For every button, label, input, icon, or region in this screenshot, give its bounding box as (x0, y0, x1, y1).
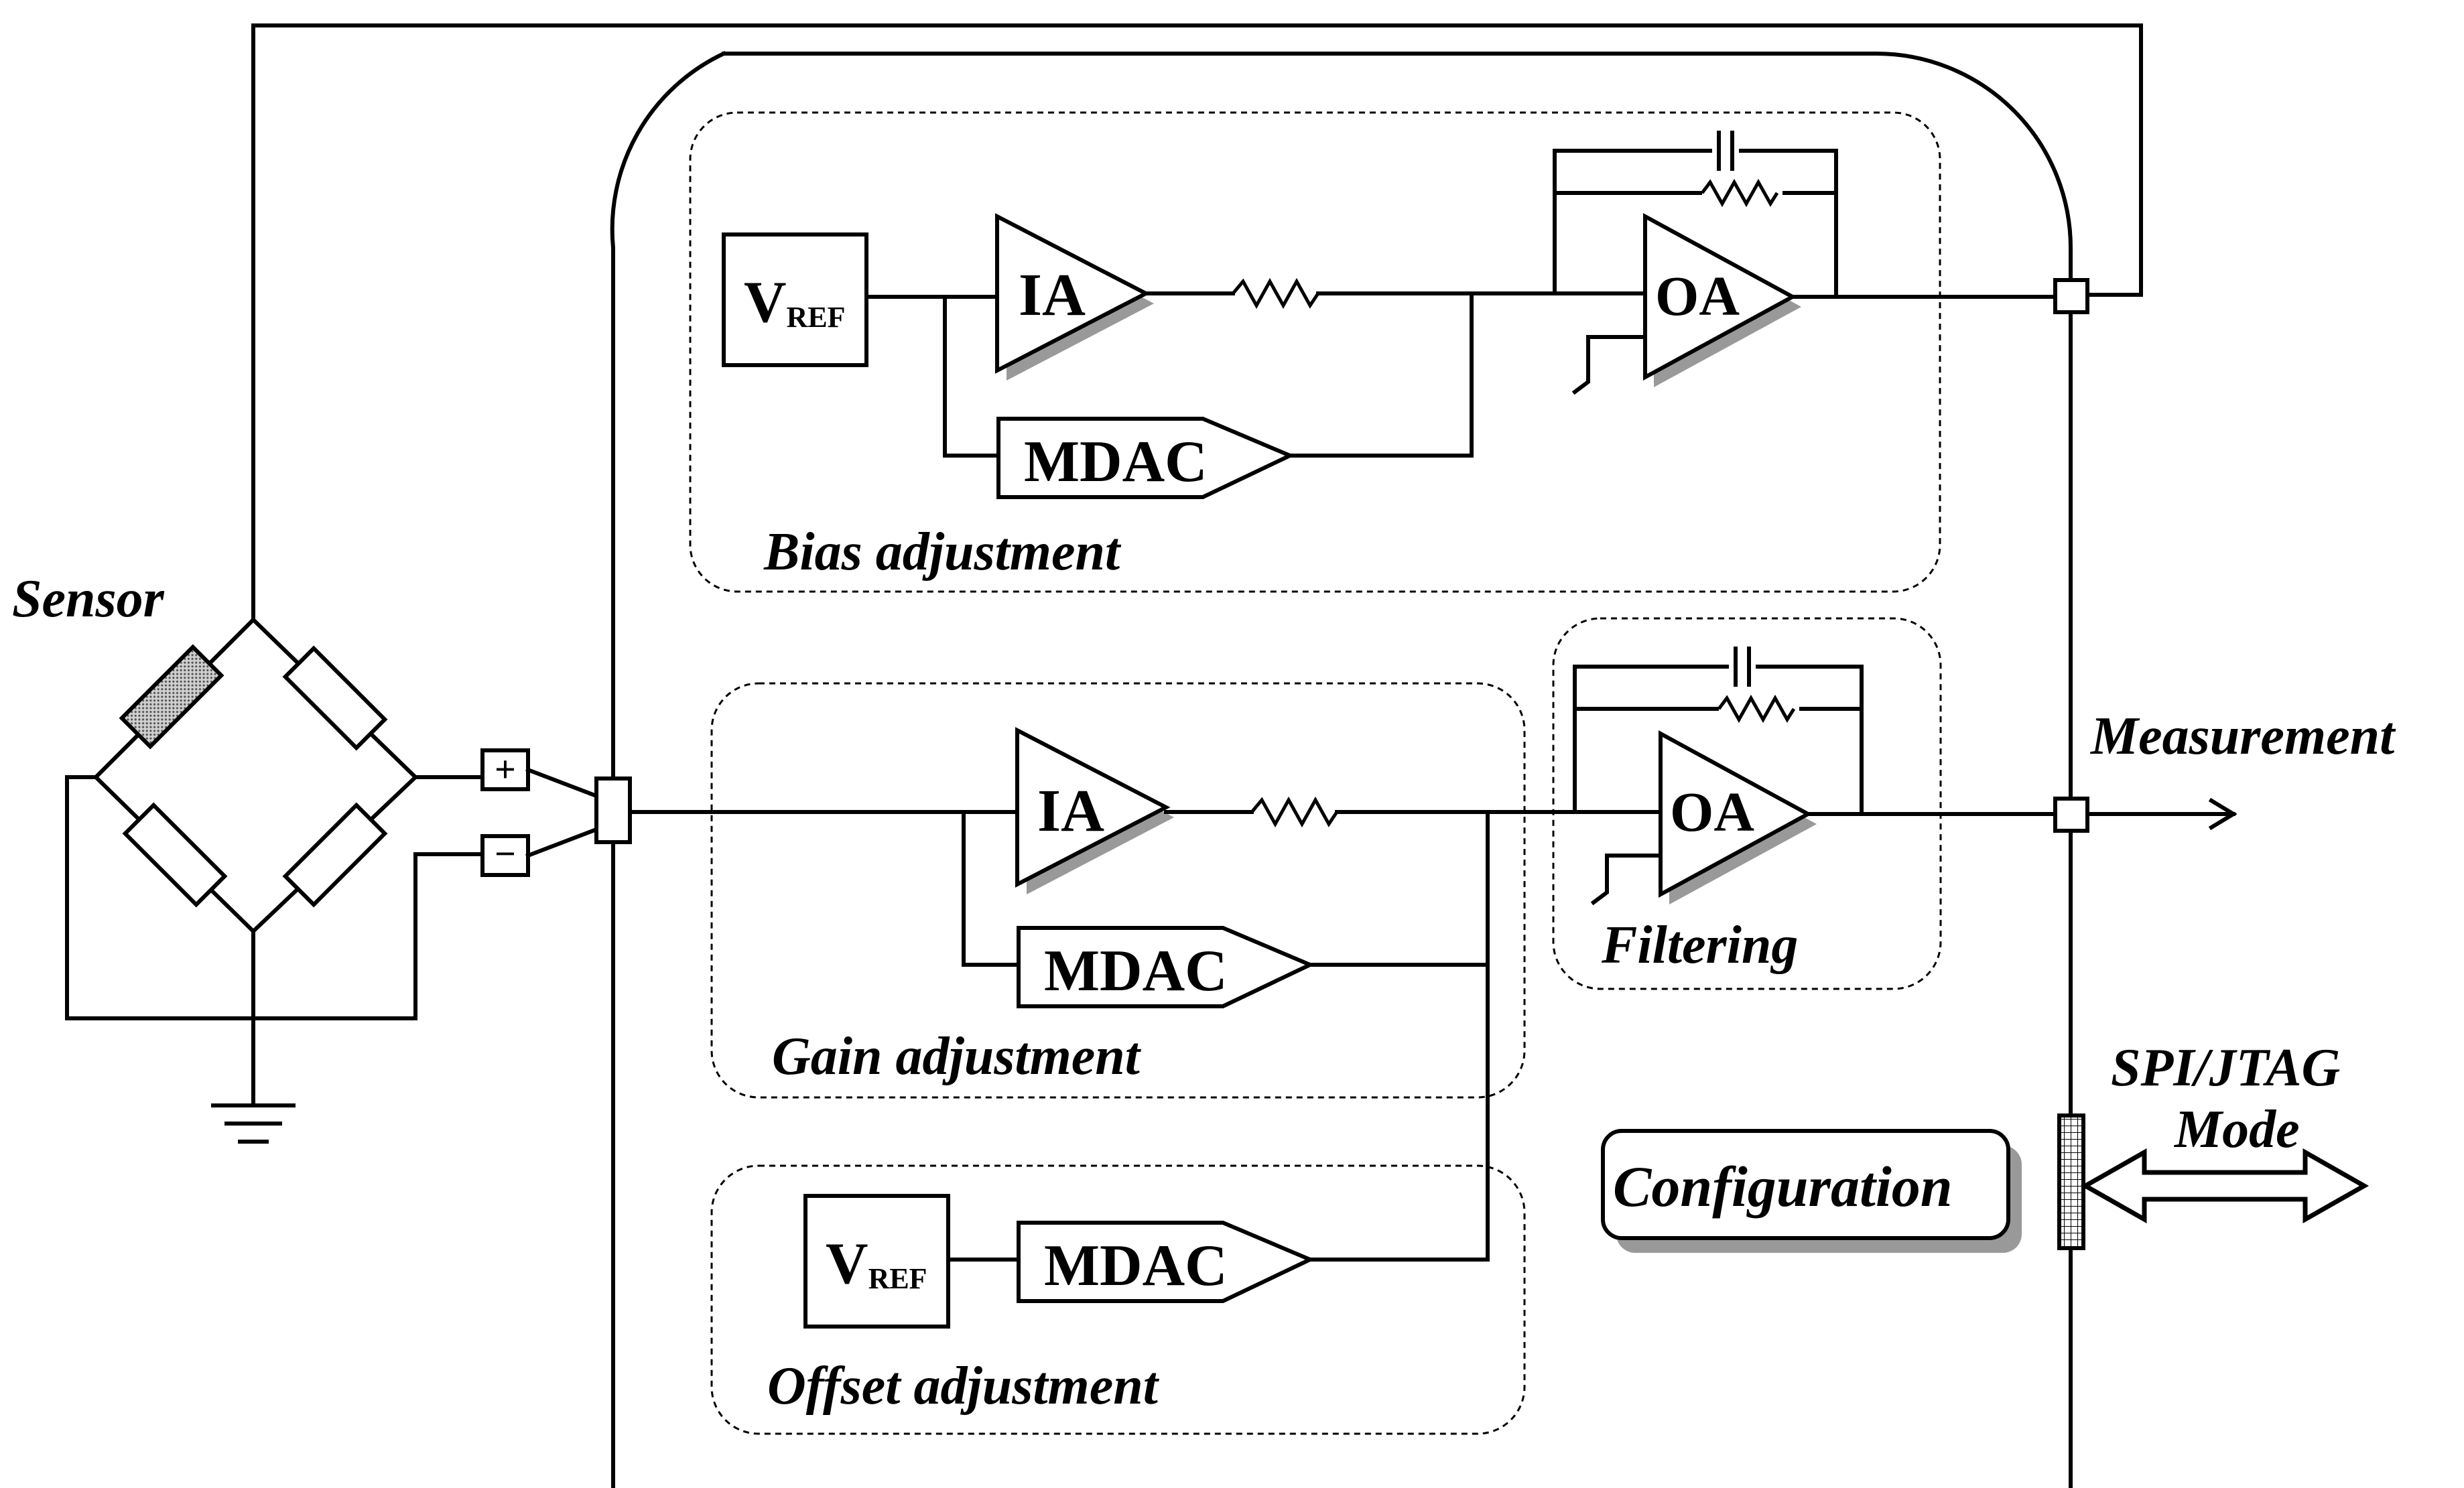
gain-adjustment-label: Gain adjustment (772, 1027, 1142, 1086)
bidirectional-arrow-icon (2080, 1148, 2370, 1224)
configuration-block (1601, 1129, 2010, 1240)
oa-label-filter: OA (1670, 781, 1754, 843)
mdac-block-bias (996, 417, 1295, 499)
chip-output-pin-bias (2053, 278, 2089, 314)
measurement-label: Measurement (2089, 707, 2396, 766)
feedback-resistor-filter (1717, 694, 1796, 724)
mdac-label-bias: MDAC (1024, 429, 1208, 494)
mdac-label-offset: MDAC (1044, 1233, 1228, 1298)
ia-label-gain: IA (1037, 778, 1104, 844)
mdac-block-offset (1017, 1221, 1315, 1303)
vref-block-bias (722, 232, 868, 367)
sensor-label: Sensor (12, 569, 165, 628)
sensor-excitation-wire (251, 23, 2143, 622)
ground-icon (211, 1103, 296, 1144)
filtering-label: Filtering (1601, 916, 1798, 975)
bias-adjustment-group (689, 111, 1941, 593)
bridge-resistor-bottom-left (122, 802, 228, 908)
bias-adjustment-circuit: VREF IA MDAC OA (722, 131, 2077, 499)
sensor-bridge: + − (65, 616, 599, 1144)
feedback-resistor-bias (1701, 178, 1779, 208)
chip-output-pin-measurement (2053, 797, 2089, 833)
spi-jtag-label: SPI/JTAG (2111, 1038, 2340, 1097)
mdac-label-gain: MDAC (1044, 939, 1228, 1004)
resistor-gain (1250, 796, 1339, 828)
vref-label-bias: VREF (744, 270, 846, 335)
bias-adjustment-label: Bias adjustment (763, 523, 1122, 582)
sensing-resistor (119, 644, 224, 750)
chip-outline (610, 51, 2073, 1488)
mode-label: Mode (2173, 1100, 2300, 1159)
plus-terminal-label: + (495, 749, 516, 791)
bridge-resistor-bottom-right (282, 802, 388, 908)
vref-label-offset: VREF (826, 1231, 927, 1296)
resistor-bias (1232, 277, 1320, 310)
chip-input-pin (594, 776, 632, 844)
ia-amplifier-gain (1015, 727, 1171, 888)
oa-label-bias: OA (1655, 265, 1740, 328)
offset-adjustment-circuit: VREF MDAC (803, 1194, 1315, 1329)
bridge-resistor-top-right (282, 645, 388, 751)
gain-adjustment-group (710, 682, 1526, 1099)
filtering-circuit: OA (1573, 647, 2238, 906)
minus-terminal-label: − (495, 833, 516, 875)
configuration-label: Configuration (1613, 1154, 1953, 1219)
offset-adjustment-group (710, 1164, 1526, 1435)
gain-adjustment-circuit: IA MDAC (628, 727, 1663, 1262)
oa-amplifier-bias (1643, 212, 1797, 381)
oa-amplifier-filter (1659, 730, 1813, 898)
ia-amplifier-bias (995, 213, 1151, 374)
filtering-group (1552, 617, 1942, 990)
ia-label-bias: IA (1019, 262, 1086, 328)
offset-adjustment-label: Offset adjustment (767, 1357, 1160, 1416)
spi-jtag-port (2057, 1113, 2085, 1250)
mdac-block-gain (1017, 926, 1315, 1008)
